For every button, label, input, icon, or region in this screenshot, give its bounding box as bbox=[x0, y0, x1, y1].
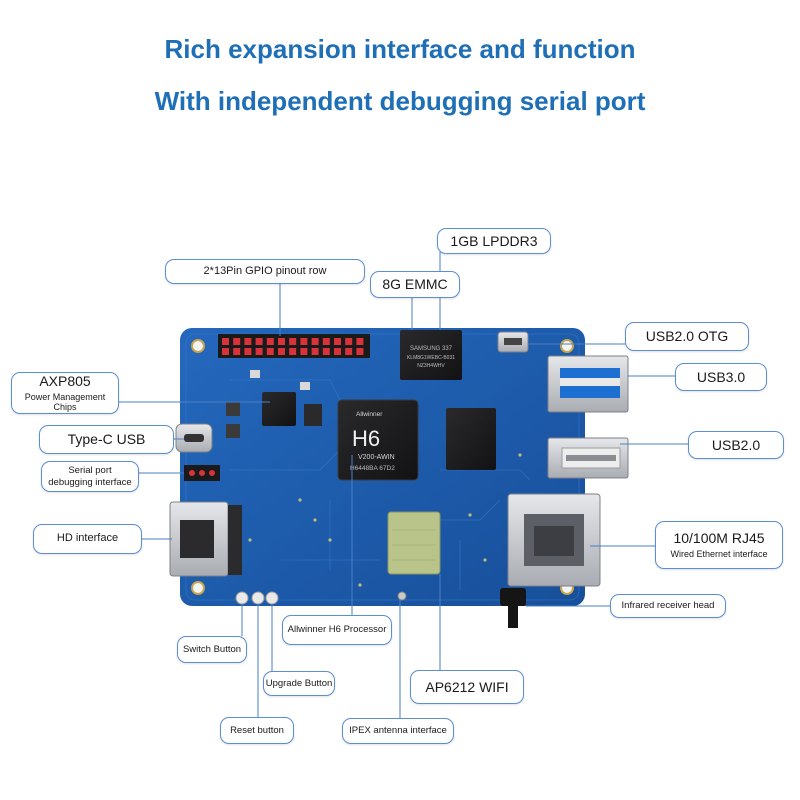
svg-text:V200-AWIN: V200-AWIN bbox=[358, 454, 395, 461]
callout-switch-label: Switch Button bbox=[182, 643, 242, 655]
callout-upgrade: Upgrade Button bbox=[263, 671, 335, 696]
callout-typec: Type-C USB bbox=[39, 425, 174, 454]
callout-lpddr-label: 1GB LPDDR3 bbox=[450, 232, 538, 249]
ir-receiver bbox=[500, 588, 526, 606]
callout-hd-label: HD interface bbox=[56, 532, 119, 545]
svg-text:KLM8G1WEBC-B031: KLM8G1WEBC-B031 bbox=[407, 355, 455, 361]
callout-h6: Allwinner H6 Processor bbox=[282, 615, 392, 645]
soc-chip bbox=[337, 399, 419, 481]
serial-pins bbox=[184, 465, 220, 481]
svg-text:NZ3H4WHV: NZ3H4WHV bbox=[417, 363, 445, 369]
callout-axp805: AXP805 Power Management Chips bbox=[11, 372, 119, 414]
svg-text:SAMSUNG 337: SAMSUNG 337 bbox=[410, 346, 453, 352]
callout-reset-label: Reset button bbox=[230, 724, 284, 736]
heading-line-1: Rich expansion interface and function bbox=[164, 34, 636, 64]
callout-ir-label: Infrared receiver head bbox=[621, 600, 715, 612]
mounting-holes bbox=[191, 339, 574, 595]
callout-axp805-label: AXP805 bbox=[39, 372, 91, 389]
callout-usb3-label: USB3.0 bbox=[696, 368, 746, 385]
callout-usb-otg-label: USB2.0 OTG bbox=[645, 328, 729, 345]
callout-usb-otg: USB2.0 OTG bbox=[625, 322, 749, 351]
callout-upgrade-label: Upgrade Button bbox=[265, 677, 333, 689]
callout-typec-label: Type-C USB bbox=[67, 431, 146, 448]
callout-usb2: USB2.0 bbox=[688, 431, 784, 459]
wifi-module bbox=[387, 511, 441, 575]
callout-h6-label: Allwinner H6 Processor bbox=[287, 624, 387, 636]
callout-usb2-label: USB2.0 bbox=[711, 436, 761, 453]
callout-gpio: 2*13Pin GPIO pinout row bbox=[165, 259, 365, 284]
buttons bbox=[235, 591, 279, 605]
callout-serial-label: Serial port debugging interface bbox=[48, 465, 132, 488]
emmc-chip bbox=[400, 330, 462, 380]
callout-gpio-label: 2*13Pin GPIO pinout row bbox=[203, 264, 327, 277]
callout-rj45-sub: Wired Ethernet interface bbox=[670, 549, 768, 559]
callout-ipex: IPEX antenna interface bbox=[342, 718, 454, 744]
callout-rj45: 10/100M RJ45 Wired Ethernet interface bbox=[655, 521, 783, 569]
heading-line-2: With independent debugging serial port bbox=[154, 86, 646, 116]
callout-ir: Infrared receiver head bbox=[610, 594, 726, 618]
callout-serial: Serial port debugging interface bbox=[41, 461, 139, 492]
callout-ipex-label: IPEX antenna interface bbox=[349, 725, 447, 737]
svg-text:H6448BA 67D2: H6448BA 67D2 bbox=[350, 465, 395, 472]
callout-wifi-label: AP6212 WIFI bbox=[425, 678, 509, 695]
callout-lpddr: 1GB LPDDR3 bbox=[437, 228, 551, 254]
svg-text:Allwinner: Allwinner bbox=[356, 411, 383, 418]
callout-emmc: 8G EMMC bbox=[370, 271, 460, 298]
callout-axp805-sub: Power Management Chips bbox=[24, 391, 106, 413]
callout-wifi: AP6212 WIFI bbox=[410, 670, 524, 704]
callout-reset: Reset button bbox=[220, 717, 294, 744]
svg-text:H6: H6 bbox=[352, 426, 380, 451]
callout-switch: Switch Button bbox=[177, 636, 247, 663]
callout-hd: HD interface bbox=[33, 524, 142, 554]
callout-rj45-label: 10/100M RJ45 bbox=[673, 530, 765, 547]
lpddr-chip bbox=[446, 408, 496, 470]
callout-emmc-label: 8G EMMC bbox=[382, 276, 448, 293]
callout-usb3: USB3.0 bbox=[675, 363, 767, 391]
pmic-chip bbox=[262, 392, 296, 426]
gpio-header bbox=[218, 334, 370, 358]
